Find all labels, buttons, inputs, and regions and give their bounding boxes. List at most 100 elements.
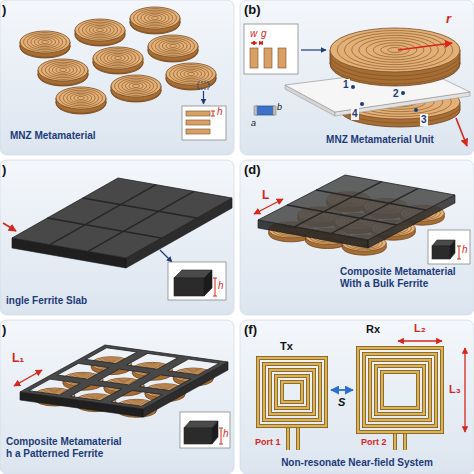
- panel-label: (f): [244, 323, 257, 338]
- coil-turn: [366, 40, 424, 60]
- ferrite-sample-front: [432, 246, 450, 259]
- coil-turn: [115, 77, 158, 96]
- dimension-tick: [219, 428, 223, 429]
- zoom-arrow: [160, 250, 172, 262]
- coil-turn: [31, 36, 60, 49]
- coil-turn: [41, 40, 48, 43]
- ferrite-grid-line: [83, 198, 197, 218]
- coil-strip: [264, 48, 272, 68]
- coil-turn-shadow: [276, 376, 308, 408]
- dimension-tick: [211, 111, 215, 112]
- coil-top: [130, 7, 180, 29]
- panel-caption: MNZ Metamaterial Unit: [300, 134, 460, 146]
- separation-arrow: [331, 389, 353, 391]
- coil-turn: [141, 12, 170, 25]
- terminal-dot: [360, 102, 364, 106]
- coil-turn: [52, 65, 73, 74]
- ferrite-sample-side: [450, 240, 455, 259]
- dimension-tick: [213, 278, 217, 279]
- zoom-inset: [168, 262, 226, 300]
- ferrite-grid-line: [88, 191, 194, 251]
- coil-turn: [270, 370, 314, 414]
- coil-turn: [137, 10, 173, 26]
- coil-turn: [264, 364, 320, 420]
- coil-top: [111, 75, 161, 97]
- port-label: Port 1: [255, 437, 281, 447]
- coil-turn: [24, 33, 67, 52]
- coil-turn: [132, 84, 139, 87]
- coil-turn: [42, 61, 85, 80]
- coil-turn: [364, 354, 436, 426]
- length-dimension: [14, 370, 42, 386]
- coil-turn: [122, 80, 151, 93]
- panel-label: (b): [244, 3, 261, 18]
- ferrite-sample-front: [184, 428, 212, 444]
- panel-caption: Composite Metamaterial With a Bulk Ferri…: [340, 266, 460, 290]
- port-lead: [404, 432, 407, 450]
- coil-turn: [358, 348, 442, 432]
- panel-ground: [0, 320, 234, 474]
- zoom-marker: [198, 82, 209, 89]
- patterned-ferrite: [20, 345, 228, 409]
- ferrite-top: [12, 178, 232, 258]
- terminal-dot: [401, 91, 405, 95]
- coil-turn: [77, 96, 84, 99]
- panel-label: ): [2, 3, 6, 18]
- dimension-line: [221, 428, 222, 444]
- coil-turn: [166, 43, 180, 49]
- dimension-label: h: [223, 428, 229, 440]
- zoom-inset: [182, 106, 226, 140]
- dimension-label: g: [261, 28, 267, 40]
- dimension-label: L₃: [449, 383, 461, 396]
- coil-turn: [370, 360, 430, 420]
- coil-turn-shadow: [264, 364, 320, 420]
- coil-strip: [186, 120, 210, 125]
- length-dimension: [464, 348, 465, 432]
- coil-turn: [169, 44, 176, 47]
- gap-dimension: [259, 43, 263, 44]
- coil-turn: [155, 38, 191, 54]
- coil-turn-shadow: [358, 348, 442, 432]
- dimension-tick: [211, 116, 215, 117]
- dimension-label: L: [262, 189, 269, 203]
- dimension-label: h: [218, 280, 224, 292]
- terminal-dot: [414, 108, 418, 112]
- coil-turn-shadow: [364, 354, 436, 426]
- coil-turn: [170, 65, 213, 84]
- coil-turn: [344, 33, 445, 67]
- terminal-number: 2: [392, 88, 400, 100]
- coil-turn: [97, 49, 140, 68]
- length-dimension: [398, 340, 442, 341]
- figure-panel: (d) Composite Metamaterial With a Bulk Fe…: [240, 160, 474, 315]
- capacitor-terminal: [273, 106, 276, 115]
- terminal-number: 1: [342, 79, 350, 91]
- zoom-inset: [180, 412, 230, 448]
- terminal-dot: [351, 85, 355, 89]
- ferrite-sample-side: [212, 421, 218, 444]
- terminal-number: 4: [351, 108, 359, 120]
- port-lead-shadow: [393, 432, 397, 450]
- coil-top: [20, 31, 70, 53]
- coil-turn: [96, 28, 103, 31]
- ferrite-sample-side: [204, 270, 212, 296]
- coil-turn: [282, 382, 302, 402]
- port-lead-shadow: [296, 426, 300, 450]
- port-lead-shadow: [403, 432, 407, 450]
- separation-label: S: [338, 396, 345, 409]
- coil-turn: [173, 66, 209, 82]
- width-dimension: [251, 43, 257, 44]
- coil-turn: [93, 27, 107, 33]
- coil-turn: [107, 53, 128, 62]
- panel-caption: Composite Metamaterial h a Patterned Fer…: [6, 436, 126, 460]
- dimension-line: [459, 246, 460, 259]
- coil-turn: [45, 62, 81, 78]
- dimension-label: a: [251, 118, 256, 128]
- coil-turn: [337, 30, 453, 69]
- coil-top: [38, 59, 88, 81]
- coil-turn-shadow: [370, 360, 430, 420]
- port-lead: [287, 426, 290, 450]
- coil-turn: [359, 38, 431, 62]
- panel-label: (d): [244, 163, 261, 178]
